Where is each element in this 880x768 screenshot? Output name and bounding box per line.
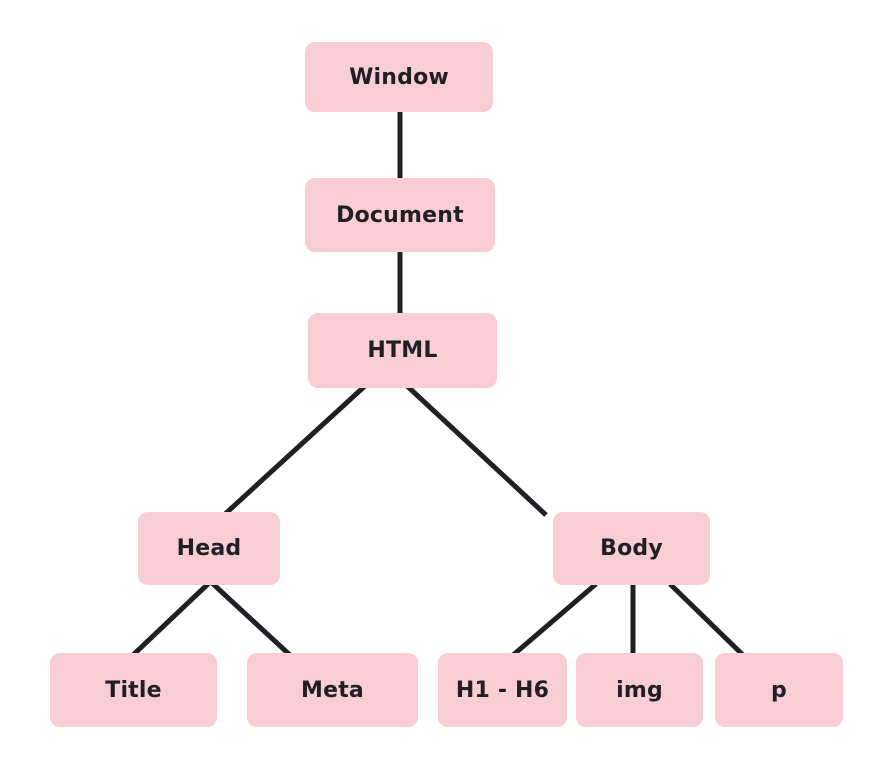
node-body: Body bbox=[553, 512, 710, 585]
node-h1-h6: H1 - H6 bbox=[438, 653, 567, 727]
node-title: Title bbox=[50, 653, 217, 727]
edge-html-head bbox=[222, 383, 368, 517]
edge-body-h1h6 bbox=[510, 582, 598, 658]
node-head: Head bbox=[138, 512, 280, 585]
node-p: p bbox=[715, 653, 843, 727]
edge-body-p bbox=[668, 582, 746, 658]
edge-head-meta bbox=[210, 581, 293, 658]
edge-html-body bbox=[404, 383, 548, 517]
node-meta: Meta bbox=[247, 653, 418, 727]
node-document: Document bbox=[305, 178, 495, 252]
node-html: HTML bbox=[308, 313, 497, 388]
edge-head-title bbox=[130, 581, 211, 658]
node-window: Window bbox=[305, 42, 493, 112]
node-img: img bbox=[576, 653, 703, 727]
